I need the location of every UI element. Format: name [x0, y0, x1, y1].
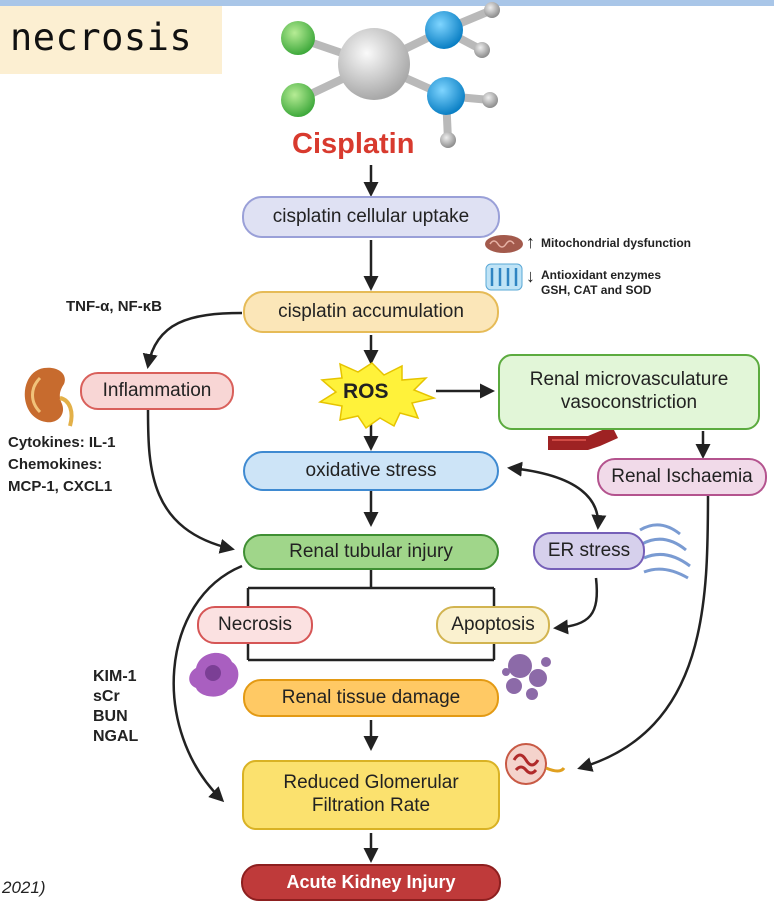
cytokines-label: Cytokines: IL-1 — [8, 434, 116, 451]
kidney-icon — [24, 367, 74, 427]
tnf-label: TNF-α, NF-κB — [66, 298, 162, 315]
gfr-line1: Reduced Glomerular — [283, 772, 459, 794]
tissue-damage-box: Renal tissue damage — [243, 679, 499, 717]
antioxidant-line1: Antioxidant enzymes — [541, 268, 662, 282]
citation-text: 2021) — [2, 878, 46, 897]
gfr-box: Reduced Glomerular Filtration Rate — [242, 760, 500, 830]
biomarker-bun: BUN — [93, 708, 128, 725]
antiox-down-arrow: ↓ — [526, 266, 535, 286]
cisplatin-molecule-icon — [281, 2, 500, 148]
mito-up-arrow: ↑ — [526, 232, 535, 252]
vasoconstriction-line1: Renal microvasculature — [529, 369, 729, 391]
apoptosis-box: Apoptosis — [436, 606, 550, 644]
mitochondria-icon — [485, 235, 523, 253]
slide-title: necrosis — [10, 16, 193, 59]
slide-top-bar — [0, 0, 774, 6]
glomerulus-icon — [505, 743, 566, 785]
antioxidant-line2: GSH, CAT and SOD — [541, 283, 652, 297]
biomarker-ngal: NGAL — [93, 728, 139, 745]
drug-name: Cisplatin — [292, 128, 415, 160]
biomarker-scr: sCr — [93, 688, 120, 705]
necrotic-cell-icon — [189, 652, 239, 697]
aki-box: Acute Kidney Injury — [241, 864, 501, 901]
oxidative-stress-box: oxidative stress — [243, 451, 499, 491]
er-icon — [639, 523, 691, 580]
enzyme-icon — [485, 263, 523, 291]
ros-starburst — [317, 362, 437, 430]
inflammation-box: Inflammation — [80, 372, 234, 410]
slide-title-tab: necrosis — [0, 6, 222, 74]
vasoconstriction-box: Renal microvasculature vasoconstriction — [498, 354, 760, 430]
tubular-injury-box: Renal tubular injury — [243, 534, 499, 570]
renal-ischaemia-box: Renal Ischaemia — [597, 458, 767, 496]
mito-dysfunction-label: Mitochondrial dysfunction — [541, 236, 691, 250]
chemokines-list: MCP-1, CXCL1 — [8, 478, 113, 495]
accumulation-box: cisplatin accumulation — [243, 291, 499, 333]
chemokines-label: Chemokines: — [8, 456, 103, 473]
apoptotic-cell-icon — [502, 654, 551, 700]
ros-label: ROS — [343, 380, 389, 403]
gfr-line2: Filtration Rate — [311, 795, 431, 816]
er-stress-box: ER stress — [533, 532, 645, 570]
flow-arrows — [142, 165, 711, 863]
blood-vessel-icon — [548, 426, 618, 450]
necrosis-box: Necrosis — [197, 606, 313, 644]
cellular-uptake-box: cisplatin cellular uptake — [242, 196, 500, 238]
vasoconstriction-line2: vasoconstriction — [560, 392, 698, 413]
biomarker-kim1: KIM-1 — [93, 668, 137, 685]
